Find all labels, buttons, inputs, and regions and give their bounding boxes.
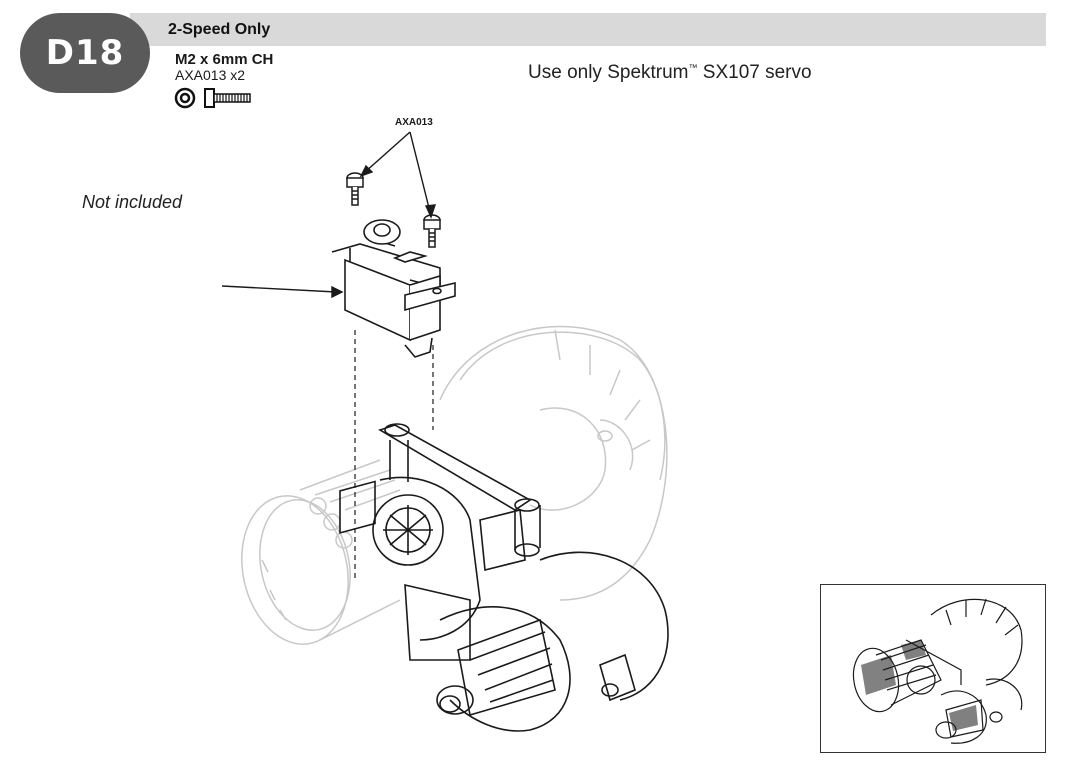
- header-bar: [130, 13, 1046, 46]
- step-badge: D18: [20, 13, 150, 93]
- gearbox-body: [339, 423, 669, 732]
- leader-arrows: [221, 131, 437, 299]
- screw-icon: [174, 86, 254, 114]
- screw-callout-label: AXA013: [395, 117, 433, 128]
- step-number: D18: [45, 33, 125, 73]
- part-code-quantity: AXA013 x2: [175, 67, 246, 83]
- section-title: 2-Speed Only: [168, 21, 271, 38]
- mounting-screws: [346, 172, 441, 248]
- transmission-faded: [241, 325, 668, 645]
- part-name: M2 x 6mm CH: [175, 51, 274, 68]
- not-included-label: Not included: [82, 192, 183, 212]
- alignment-dashes: [354, 330, 434, 580]
- instruction-text: Use only Spektrum™ SX107 servo: [528, 62, 812, 83]
- servo: [331, 219, 456, 358]
- inset-thumbnail: [820, 584, 1046, 753]
